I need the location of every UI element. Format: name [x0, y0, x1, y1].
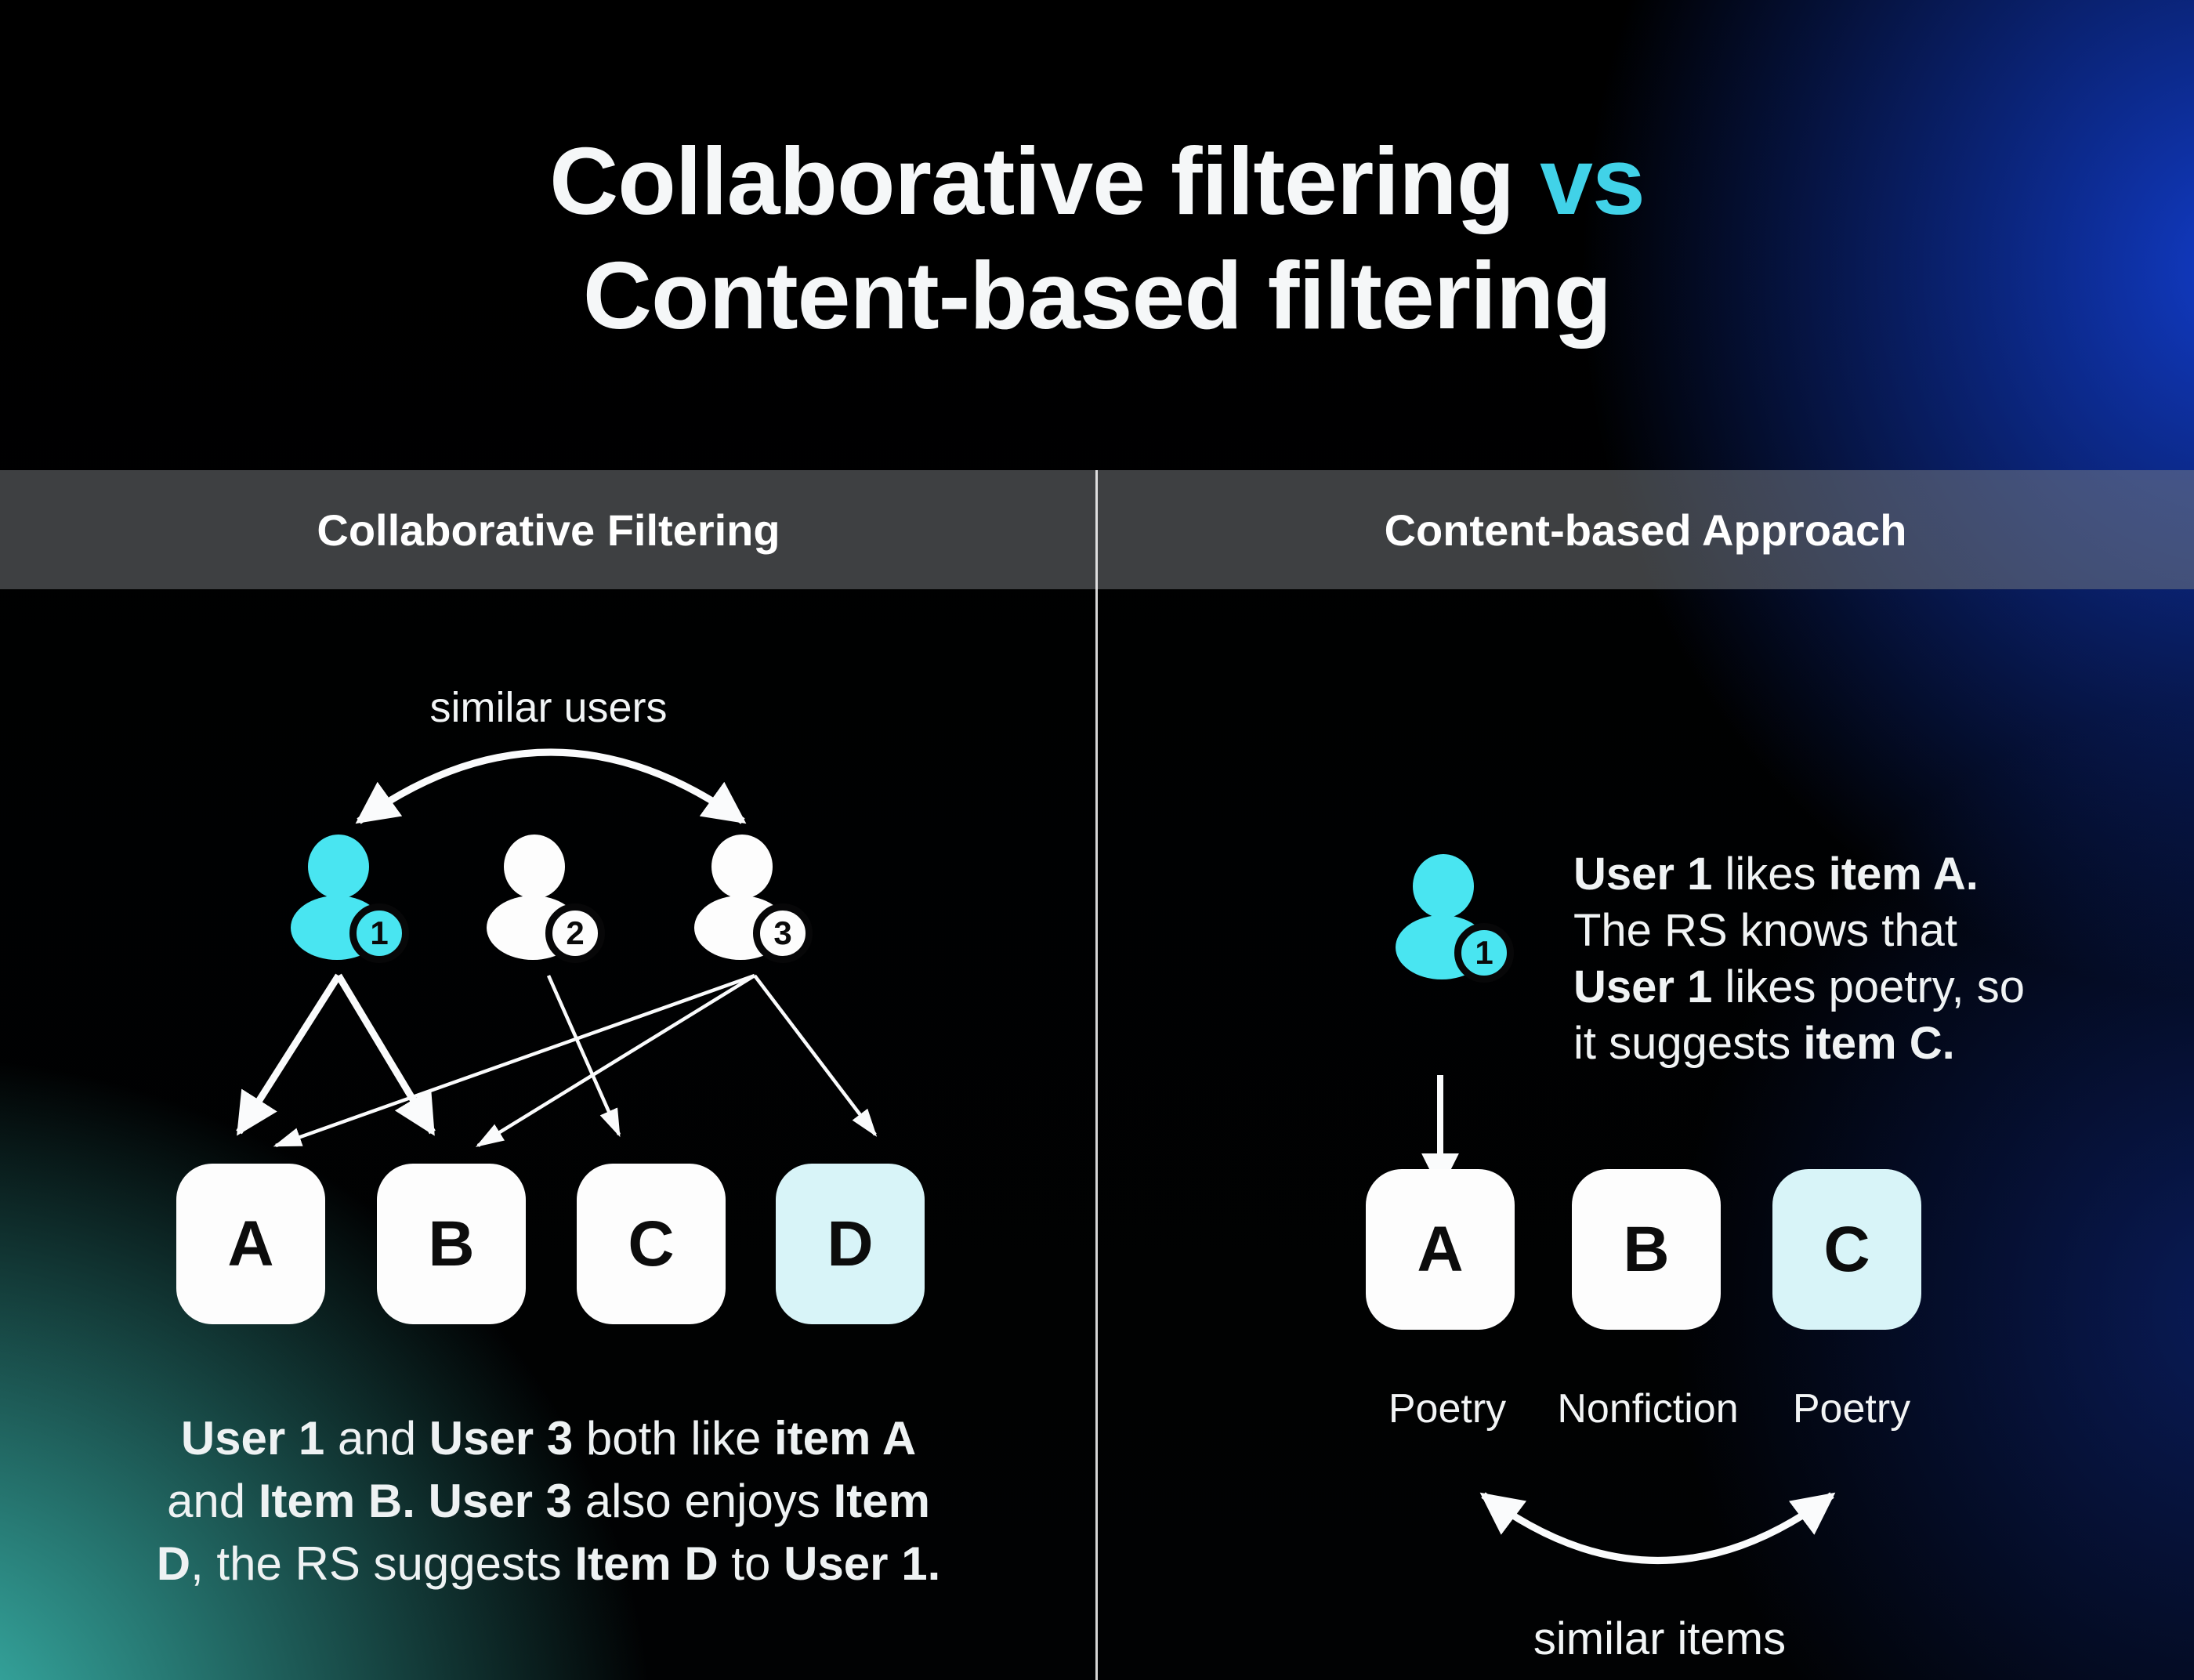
user-icon-right-1: 1: [1396, 854, 1520, 987]
title-line-2: Content-based filtering: [582, 242, 1612, 349]
user1-badge: 1: [349, 903, 409, 963]
main-title: Collaborative filtering vs Content-based…: [0, 124, 2194, 353]
user3-badge: 3: [753, 903, 813, 963]
user3-head-icon: [711, 835, 773, 899]
arrow-user2-to-item-c: [546, 975, 621, 1138]
header-collaborative-filtering: Collaborative Filtering: [317, 505, 780, 555]
description-line-3: User 1 likes poetry, so: [1573, 961, 2025, 1012]
item-card-d-left-highlighted: D: [776, 1164, 925, 1324]
caption-line-3: D, the RS suggests Item D to User 1.: [156, 1537, 941, 1590]
genre-label-nonfiction-b: Nonfiction: [1557, 1386, 1739, 1432]
right-user-badge: 1: [1454, 923, 1514, 983]
user1-head-icon: [308, 835, 369, 899]
user-icon-1: 1: [291, 835, 415, 968]
right-user-head-icon: [1413, 854, 1474, 918]
user-icon-2: 2: [487, 835, 611, 968]
genre-label-poetry-c: Poetry: [1792, 1386, 1911, 1432]
item-card-a-left: A: [176, 1164, 325, 1324]
item-card-b-right: B: [1572, 1169, 1721, 1330]
item-card-c-left: C: [577, 1164, 726, 1324]
title-accent-vs: vs: [1540, 128, 1646, 234]
title-line-1: Collaborative filtering vs: [0, 124, 2194, 238]
user-icon-3: 3: [694, 835, 819, 968]
genre-label-poetry-a: Poetry: [1388, 1386, 1507, 1432]
item-card-c-right-highlighted: C: [1772, 1169, 1921, 1330]
description-line-1: User 1 likes item A.: [1573, 849, 1979, 900]
description-line-4: it suggests item C.: [1573, 1018, 1955, 1069]
arrow-user1-to-item-a: [236, 973, 342, 1136]
similar-items-arrow: [1479, 1492, 1836, 1564]
item-card-a-right: A: [1366, 1169, 1515, 1330]
item-card-b-left: B: [377, 1164, 526, 1324]
user2-head-icon: [504, 835, 565, 899]
similar-items-label: similar items: [1533, 1613, 1787, 1664]
header-content-based-approach: Content-based Approach: [1384, 505, 1907, 555]
arrow-user3-to-item-b: [475, 974, 756, 1147]
column-divider: [1095, 470, 1098, 1680]
arrow-user3-to-item-d: [753, 974, 878, 1137]
similar-users-arrow: [355, 748, 747, 824]
caption-line-2: and Item B. User 3 also enjoys Item: [167, 1475, 930, 1527]
content-based-description: User 1 likes item A. The RS knows that U…: [1573, 846, 2025, 1072]
title-line1-main: Collaborative filtering: [549, 128, 1515, 234]
collaborative-caption: User 1 and User 3 both like item A and I…: [116, 1407, 981, 1595]
caption-line-1: User 1 and User 3 both like item A: [180, 1412, 917, 1465]
arrow-user3-to-item-a: [273, 973, 755, 1148]
description-line-2: The RS knows that: [1573, 905, 1957, 956]
similar-users-label: similar users: [429, 684, 668, 731]
user2-badge: 2: [545, 903, 605, 963]
arrow-user1-to-item-b: [335, 973, 436, 1136]
